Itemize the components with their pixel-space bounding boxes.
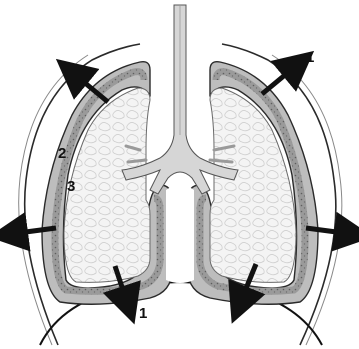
arrow-icon (262, 70, 291, 94)
mediastinum (166, 185, 194, 283)
label-two: 2 (58, 145, 66, 162)
label-one-top-right: 1 (306, 49, 314, 66)
label-one-bottom: 1 (139, 305, 147, 322)
label-three: 3 (67, 178, 75, 195)
